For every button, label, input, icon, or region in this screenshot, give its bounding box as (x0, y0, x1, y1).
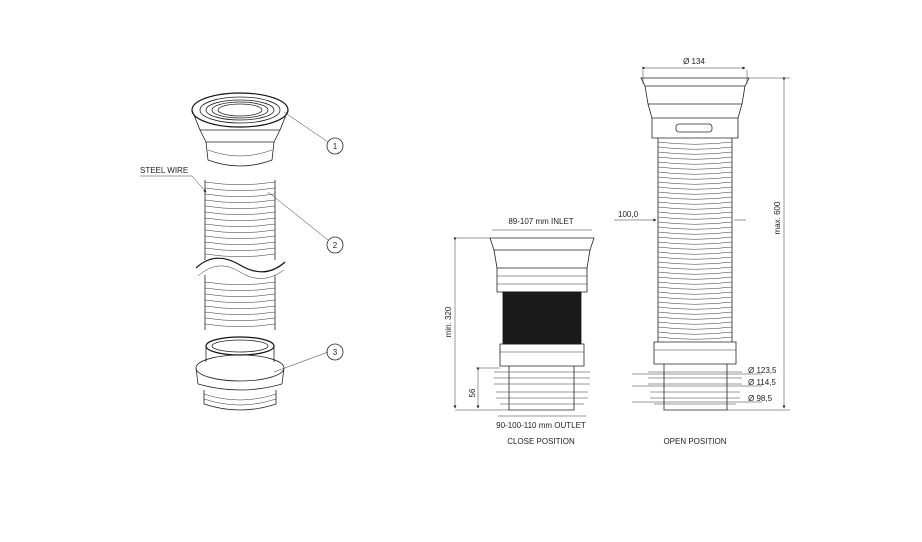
hose-rib (657, 331, 733, 335)
hose-rib (204, 229, 276, 233)
callout-3: 3 (333, 348, 338, 357)
outlet-label: 90-100-110 mm OUTLET (496, 421, 586, 430)
hose-rib (657, 191, 733, 195)
hose-rib (204, 241, 276, 245)
hose-rib (657, 286, 733, 290)
steel-wire-label: STEEL WIRE (140, 166, 188, 175)
hose-rib (657, 186, 733, 190)
hose-rib (657, 161, 733, 165)
compressed-hose (502, 291, 582, 345)
diameter-2-label: Ø 114,5 (748, 378, 776, 387)
diameter-3-label: Ø 98,5 (748, 394, 773, 403)
hose-rib (657, 171, 733, 175)
hose-rib (657, 316, 733, 320)
hose-rib (204, 317, 276, 321)
open-position-view: Ø 134 100,0 Ø 123,5 Ø 114,5 Ø 98,5 (614, 57, 790, 446)
callout-3-circle (326, 343, 344, 361)
hose-rib (657, 276, 733, 280)
callout-1-circle (326, 137, 344, 155)
hose-rib (204, 187, 276, 191)
hose-rib (204, 217, 276, 221)
callout-3-leader (273, 351, 329, 373)
hose-rib (657, 181, 733, 185)
hose-rib (204, 193, 276, 197)
hose-rib (657, 146, 733, 150)
inlet-label: 89-107 mm INLET (508, 217, 573, 226)
hose-rib (204, 293, 276, 297)
hose-rib (657, 336, 733, 340)
hose-rib (657, 296, 733, 300)
open-length-label: max. 600 (773, 201, 782, 234)
hose-rib (657, 251, 733, 255)
callout-2-circle (326, 236, 344, 254)
hose-rib (657, 226, 733, 230)
hose-rib (204, 223, 276, 227)
hose-rib (204, 235, 276, 239)
hose-rib (657, 241, 733, 245)
hose-rib (657, 211, 733, 215)
hose-rib (657, 256, 733, 260)
hose-rib (204, 305, 276, 309)
hose-rib (204, 311, 276, 315)
hose-rib (204, 299, 276, 303)
hose-rib (657, 281, 733, 285)
hose-rib (204, 181, 276, 185)
hose-rib (657, 236, 733, 240)
hose-rib (657, 156, 733, 160)
part-2-hose (195, 180, 286, 330)
close-length-label: min. 320 (444, 306, 453, 337)
hose-rib (204, 287, 276, 291)
hose-rib (657, 201, 733, 205)
part-1-collar (191, 92, 289, 167)
hose-rib (657, 176, 733, 180)
hose-rib (657, 266, 733, 270)
hose-rib (204, 281, 276, 285)
hose-rib (204, 211, 276, 215)
open-position-caption: OPEN POSITION (663, 437, 726, 446)
hose-rib (657, 301, 733, 305)
hose-rib (657, 206, 733, 210)
callout-2: 2 (333, 241, 338, 250)
hose-rib (657, 306, 733, 310)
exploded-view: 1 2 3 STEEL WIRE (140, 92, 344, 411)
close-position-caption: CLOSE POSITION (507, 437, 575, 446)
diameter-1-label: Ø 123,5 (748, 366, 777, 375)
depth-label: 100,0 (618, 210, 639, 219)
hose-rib (204, 205, 276, 209)
callout-2-leader (267, 191, 329, 241)
hose-rib (657, 311, 733, 315)
hose-rib (204, 247, 276, 251)
hose-rib (657, 196, 733, 200)
hose-rib (657, 321, 733, 325)
callout-1-leader (283, 111, 329, 143)
hose-rib (657, 166, 733, 170)
extended-hose (657, 138, 733, 342)
hose-rib (657, 271, 733, 275)
hose-rib (657, 221, 733, 225)
hose-rib (204, 253, 276, 257)
hose-rib (657, 231, 733, 235)
hose-rib (657, 261, 733, 265)
spigot-length-label: 56 (468, 388, 477, 397)
hose-rib (657, 246, 733, 250)
callout-1: 1 (333, 142, 338, 151)
close-position-view: 89-107 mm INLET min. 320 56 90-100-110 m… (444, 217, 595, 446)
hose-rib (657, 291, 733, 295)
hose-rib (657, 326, 733, 330)
hose-rib (204, 323, 276, 327)
part-3-connector (195, 336, 285, 411)
top-diameter-label: Ø 134 (683, 57, 705, 66)
hose-rib (657, 151, 733, 155)
hose-rib (657, 216, 733, 220)
hose-rib (657, 141, 733, 145)
hose-rib (204, 199, 276, 203)
